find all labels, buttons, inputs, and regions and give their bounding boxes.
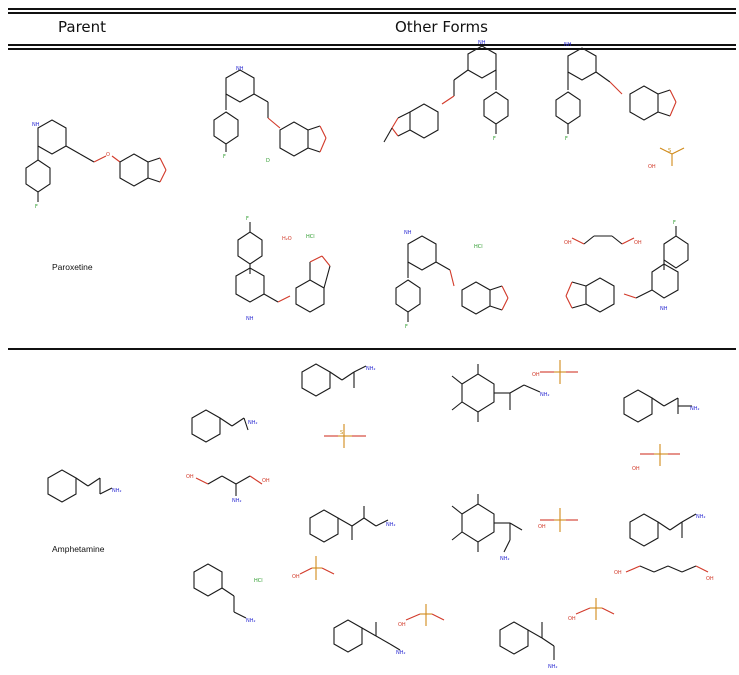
amphetamine-parent-structure: NH₂ bbox=[47, 469, 122, 503]
form1-n-label: NH bbox=[236, 66, 244, 72]
paroxetine-form-2: NH F bbox=[383, 40, 509, 143]
paroxetine-nh-label: NH bbox=[32, 122, 40, 128]
paroxetine-form-5: NH HCl F bbox=[395, 230, 509, 330]
amph3-n-label: NH₂ bbox=[366, 366, 376, 372]
form1-f-label: F bbox=[223, 154, 226, 160]
amphetamine-form-8: NH₂ OH bbox=[451, 494, 578, 562]
paroxetine-o-label: O bbox=[106, 152, 110, 158]
form5-hcl-label: HCl bbox=[474, 244, 483, 250]
amphetamine-form-10: NH₂ OH bbox=[499, 598, 615, 670]
amphetamine-form-4: NH₂ OH bbox=[292, 506, 396, 580]
form3-s-label: S bbox=[668, 148, 671, 154]
header-double-rule-2 bbox=[8, 48, 736, 50]
top-double-rule-1 bbox=[8, 8, 736, 10]
form1-d-label: D bbox=[266, 158, 270, 164]
paroxetine-parent-structure: NH O F bbox=[25, 119, 167, 210]
form6-f-label: F bbox=[673, 220, 676, 226]
form6-n-label: NH bbox=[660, 306, 668, 312]
form3-f-label: F bbox=[565, 136, 568, 142]
amphetamine-form-7: NH₂ OH bbox=[623, 389, 700, 472]
form4-h2o-label: H₂O bbox=[282, 236, 292, 242]
amph2-hcl-label: HCl bbox=[254, 578, 263, 584]
form5-f-label: F bbox=[405, 324, 408, 330]
header-parent: Parent bbox=[58, 18, 107, 36]
amph7-n-label: NH₂ bbox=[690, 406, 700, 412]
paroxetine-form-1: NH F D bbox=[213, 66, 327, 164]
amph5-n-label: NH₂ bbox=[396, 650, 406, 656]
amphetamine-form-1: NH₂ OH OH NH₂ bbox=[186, 409, 270, 504]
form3-n-label: NH bbox=[564, 42, 572, 48]
form5-n-label: NH bbox=[404, 230, 412, 236]
amph2-nh2-label: NH₂ bbox=[246, 618, 256, 624]
top-double-rule-2 bbox=[8, 12, 736, 14]
form2-f-label: F bbox=[493, 136, 496, 142]
amphetamine-nh2-label: NH₂ bbox=[112, 488, 122, 494]
amph9-oh-right-label: OH bbox=[706, 576, 714, 582]
amph1-oh-left-label: OH bbox=[186, 474, 194, 480]
form4-n-label: NH bbox=[246, 316, 254, 322]
form4-hcl-label: HCl bbox=[306, 234, 315, 240]
amph4-oh-label: OH bbox=[292, 574, 300, 580]
amphetamine-form-3: NH₂ S bbox=[301, 363, 376, 448]
form3-oh-label: OH bbox=[648, 164, 656, 170]
paroxetine-form-4: F H₂O HCl NH bbox=[235, 216, 331, 322]
amph8-oh-label: OH bbox=[538, 524, 546, 530]
amphetamine-form-6: NH₂ OH bbox=[451, 360, 578, 422]
amphetamine-form-5: NH₂ OH bbox=[333, 604, 445, 656]
row-divider bbox=[8, 348, 736, 350]
form6-oh-right-label: OH bbox=[634, 240, 642, 246]
amph10-oh-label: OH bbox=[568, 616, 576, 622]
amph10-n-label: NH₂ bbox=[548, 664, 558, 670]
parent-name-amphetamine: Amphetamine bbox=[52, 544, 105, 554]
amphetamine-form-9: NH₂ OH OH bbox=[614, 513, 714, 582]
amph6-oh-label: OH bbox=[532, 372, 540, 378]
paroxetine-form-3: NH F S OH bbox=[555, 42, 685, 170]
paroxetine-f-label: F bbox=[35, 204, 38, 210]
amph3-s-label: S bbox=[340, 430, 343, 436]
amphetamine-form-2: HCl NH₂ bbox=[193, 563, 263, 624]
amph4-n-label: NH₂ bbox=[386, 522, 396, 528]
form6-oh-left-label: OH bbox=[564, 240, 572, 246]
amph9-oh-left-label: OH bbox=[614, 570, 622, 576]
amph9-n-label: NH₂ bbox=[696, 514, 706, 520]
amph5-oh-label: OH bbox=[398, 622, 406, 628]
form4-f-label: F bbox=[246, 216, 249, 222]
parent-name-paroxetine: Paroxetine bbox=[52, 262, 93, 272]
amph1-n-label: NH₂ bbox=[248, 420, 258, 426]
amph7-oh-label: OH bbox=[632, 466, 640, 472]
paroxetine-form-6: OH OH F NH bbox=[564, 220, 689, 313]
header-other-forms: Other Forms bbox=[395, 18, 488, 36]
header-double-rule-1 bbox=[8, 44, 736, 46]
amph6-n-label: NH₂ bbox=[540, 392, 550, 398]
amph1-oh-right-label: OH bbox=[262, 478, 270, 484]
form2-n-label: NH bbox=[478, 40, 486, 46]
amph1-nh2-label: NH₂ bbox=[232, 498, 242, 504]
amph8-n-label: NH₂ bbox=[500, 556, 510, 562]
